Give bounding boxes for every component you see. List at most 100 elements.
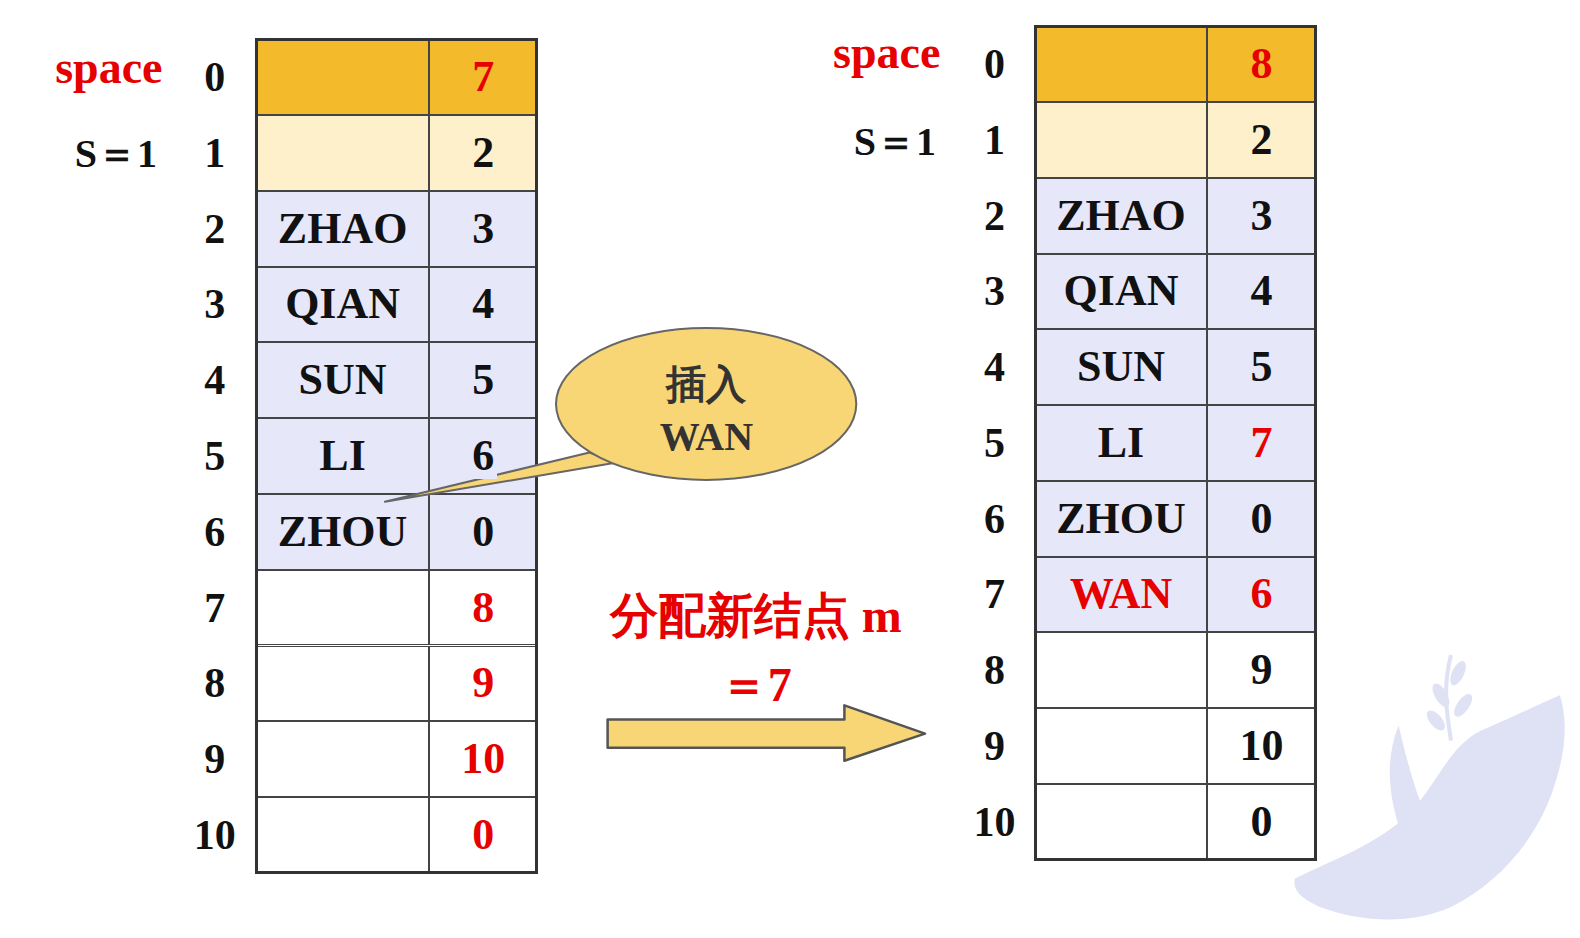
cursor-value-cell-text: 0 <box>429 797 537 873</box>
row-index: 3 <box>201 282 228 326</box>
data-cell <box>1035 632 1207 708</box>
row-index: 3 <box>981 269 1008 313</box>
row-index-cell-text: 1 <box>179 115 250 191</box>
row-index-cell-text: 8 <box>959 632 1030 708</box>
cursor-value: 8 <box>1248 41 1276 87</box>
row-index: 6 <box>981 497 1008 541</box>
cursor-value-cell-text: 10 <box>1207 708 1316 784</box>
cursor-value-cell-text: 4 <box>1207 254 1316 330</box>
element-name-cell-text: ZHAO <box>1035 178 1207 254</box>
element-name-cell-text: QIAN <box>1035 254 1207 330</box>
callout-bubble: 插入 WAN <box>554 326 858 482</box>
cursor-value-cell-text: 0 <box>1207 481 1316 557</box>
cursor-value-cell-text: 8 <box>429 570 537 646</box>
row-index-cell-text: 5 <box>959 405 1030 481</box>
cursor-value: 9 <box>469 660 497 706</box>
data-cell <box>1035 784 1207 860</box>
cursor-value-cell-text: 2 <box>429 115 537 191</box>
row-index: 7 <box>981 572 1008 616</box>
element-name: ZHAO <box>275 206 411 252</box>
cursor-value-cell-text: 4 <box>429 267 537 343</box>
cursor-value: 0 <box>1248 496 1276 542</box>
data-cell <box>256 646 429 722</box>
cursor-value-cell-text: 5 <box>1207 329 1316 405</box>
data-cell <box>256 39 429 115</box>
element-name: SUN <box>1074 344 1168 390</box>
start-pointer-label: S＝1 <box>75 126 157 181</box>
row-index: 2 <box>201 207 228 251</box>
row-index: 0 <box>981 42 1008 86</box>
cursor-value-cell-text: 0 <box>429 494 537 570</box>
data-cell <box>256 797 429 873</box>
element-name: QIAN <box>1061 268 1182 314</box>
row-index: 1 <box>981 118 1008 162</box>
cursor-value: 0 <box>469 509 497 555</box>
cursor-value-cell-text: 2 <box>1207 102 1316 178</box>
row-index: 1 <box>201 131 228 175</box>
element-name: ZHOU <box>275 509 411 555</box>
cursor-value-cell-text: 6 <box>1207 557 1316 633</box>
cursor-value-cell-text: 7 <box>1207 405 1316 481</box>
callout-text: 插入 WAN <box>631 359 782 463</box>
row-index-cell-text: 8 <box>179 646 250 722</box>
row-index-cell-text: 9 <box>179 721 250 797</box>
cursor-value: 8 <box>469 585 497 631</box>
cursor-value-cell-text: 9 <box>1207 632 1316 708</box>
cursor-value: 10 <box>1237 723 1287 769</box>
row-index-cell-text: 3 <box>179 267 250 343</box>
row-index: 4 <box>201 358 228 402</box>
cursor-value: 10 <box>458 736 508 782</box>
row-index-cell-text: 3 <box>959 254 1030 330</box>
space-label: space <box>55 40 162 93</box>
data-cell <box>1035 102 1207 178</box>
cursor-value: 6 <box>1248 571 1276 617</box>
row-index-cell-text: 4 <box>959 329 1030 405</box>
cursor-value-cell-text: 3 <box>1207 178 1316 254</box>
row-index: 8 <box>201 661 228 705</box>
element-name-cell-text: ZHOU <box>256 494 429 570</box>
element-name: ZHOU <box>1053 496 1189 542</box>
start-pointer-label: S＝1 <box>854 114 936 169</box>
element-name-cell-text: LI <box>1035 405 1207 481</box>
element-name: WAN <box>1067 571 1176 617</box>
row-index: 9 <box>201 737 228 781</box>
data-cell <box>256 115 429 191</box>
cursor-value: 6 <box>469 433 497 479</box>
element-name: SUN <box>296 357 390 403</box>
cursor-value: 9 <box>1248 647 1276 693</box>
element-name: LI <box>316 433 368 479</box>
callout-tail <box>385 452 617 501</box>
row-index-cell-text: 10 <box>179 797 250 873</box>
data-cell <box>256 721 429 797</box>
dove-watermark <box>1294 655 1564 919</box>
cursor-value: 2 <box>469 130 497 176</box>
cursor-value: 5 <box>1248 344 1276 390</box>
row-index: 7 <box>201 586 228 630</box>
element-name-cell-text: SUN <box>256 342 429 418</box>
cursor-value: 7 <box>469 54 497 100</box>
cursor-value: 0 <box>469 812 497 858</box>
data-cell <box>1035 708 1207 784</box>
data-cell <box>1035 26 1207 102</box>
row-index-cell-text: 4 <box>179 342 250 418</box>
element-name-cell-text: ZHOU <box>1035 481 1207 557</box>
cursor-value: 5 <box>469 357 497 403</box>
callout-outline <box>556 328 856 480</box>
row-index: 10 <box>971 800 1019 844</box>
cursor-value-cell-text: 6 <box>429 418 537 494</box>
cursor-value: 3 <box>1248 193 1276 239</box>
cursor-value-cell-text: 7 <box>429 39 537 115</box>
element-name: QIAN <box>282 281 403 327</box>
row-index: 8 <box>981 648 1008 692</box>
element-name: ZHAO <box>1053 193 1189 239</box>
cursor-value-cell-text: 9 <box>429 646 537 722</box>
element-name-cell-text: SUN <box>1035 329 1207 405</box>
row-index: 5 <box>981 421 1008 465</box>
row-index: 5 <box>201 434 228 478</box>
cursor-value: 3 <box>469 206 497 252</box>
cursor-value-cell-text: 0 <box>1207 784 1316 860</box>
element-name-cell-text: QIAN <box>256 267 429 343</box>
row-index: 6 <box>201 510 228 554</box>
cursor-value-cell-text: 3 <box>429 191 537 267</box>
